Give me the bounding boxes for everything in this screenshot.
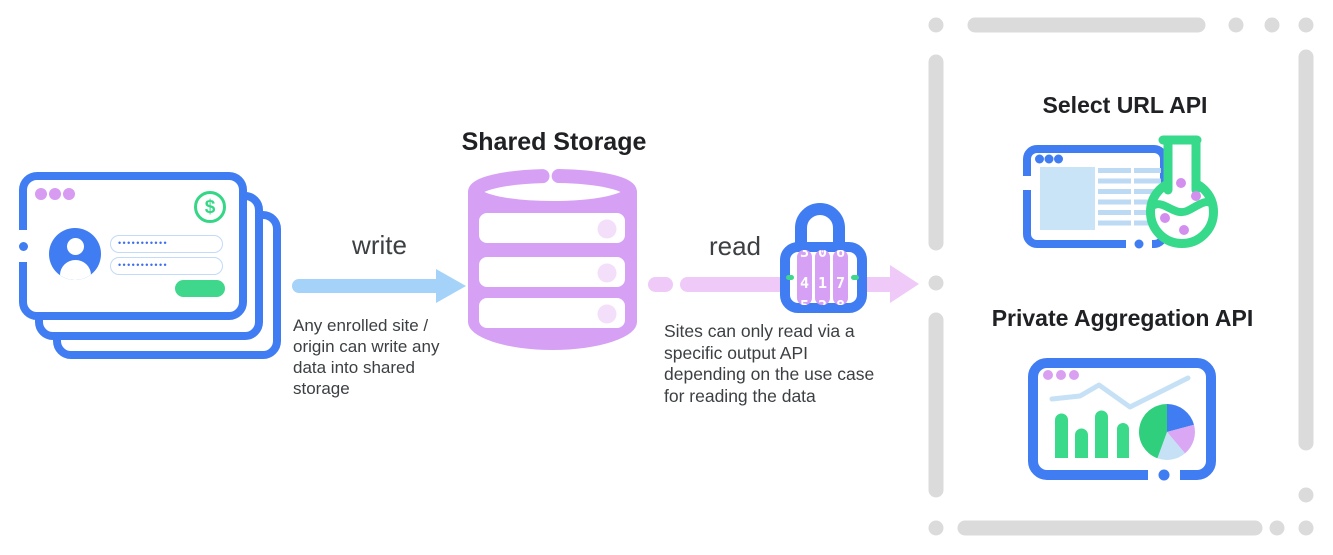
password-field-1: •••••••••••: [110, 235, 223, 253]
database-top-ring: [468, 169, 637, 215]
window-controls-icon: [1043, 370, 1079, 380]
pie-chart: [1139, 404, 1195, 460]
flask-liquid-wave: [1147, 198, 1216, 217]
window-dot-icon: [63, 188, 75, 200]
database-band: [479, 213, 625, 243]
submit-button: [175, 280, 225, 297]
select-url-api-icon: [1021, 135, 1218, 249]
lock-digit-partial: 5: [800, 297, 809, 315]
lock-digit: 1: [818, 274, 827, 292]
write-arrow-head: [436, 269, 466, 303]
database-band-dot: [597, 263, 617, 283]
read-description: Sites can only read via a specific outpu…: [664, 321, 914, 407]
read-arrow-start-dash: [648, 277, 673, 292]
lock-dial: [797, 250, 812, 305]
window-dot-icon: [35, 188, 47, 200]
write-description-line: storage: [293, 379, 350, 398]
line-chart: [1049, 375, 1191, 410]
database-band: [479, 257, 625, 287]
window-dot-icon: [49, 188, 61, 200]
lock-tick-right: [851, 275, 859, 280]
browser-window-front: $ ••••••••••• •••••••••••: [19, 172, 247, 320]
password-field-2: •••••••••••: [110, 257, 223, 275]
private-aggregation-api-title: Private Aggregation API: [991, 305, 1254, 331]
read-description-line: depending on the use case: [664, 364, 875, 384]
database-icon: [468, 169, 637, 351]
lock-digit-partial: 2: [818, 297, 827, 315]
write-arrow-shaft: [292, 279, 442, 293]
lock-shackle: [795, 203, 845, 252]
avatar-torso: [60, 260, 91, 280]
database-band-dot: [597, 219, 617, 239]
window-controls-icon: [35, 188, 75, 200]
write-description-line: Any enrolled site /: [293, 316, 429, 335]
write-label: write: [352, 230, 407, 260]
database-band-dot: [597, 304, 617, 324]
lock-digit: 4: [800, 274, 809, 292]
bar-chart: [1055, 410, 1129, 458]
database-band: [479, 298, 625, 328]
flask-bubbles: [1160, 178, 1201, 235]
write-description-line: data into shared: [293, 358, 415, 377]
lock-tick-left: [786, 275, 794, 280]
select-url-api-title: Select URL API: [1042, 92, 1208, 118]
dollar-symbol: $: [204, 196, 216, 218]
write-arrow-icon: [292, 268, 472, 304]
window-border-dot-icon: [19, 242, 28, 251]
dollar-coin-icon: $: [194, 191, 226, 223]
lock-dials: 3 4 5 0 1 2 6 7 8: [797, 243, 848, 315]
lock-digit-partial: 8: [836, 297, 845, 315]
password-dots: •••••••••••: [118, 259, 169, 270]
write-description: Any enrolled site / origin can write any…: [293, 315, 478, 399]
password-dots: •••••••••••: [118, 237, 169, 248]
flask-icon: [1146, 135, 1218, 248]
read-description-line: for reading the data: [664, 385, 816, 406]
combination-lock-icon: 3 4 5 0 1 2 6 7 8: [780, 203, 867, 315]
lock-digit-partial: 0: [818, 243, 827, 261]
window-border-notch: [1021, 176, 1032, 190]
read-label: read: [708, 231, 762, 261]
lock-digit-partial: 3: [800, 243, 809, 261]
lock-dial: [833, 250, 848, 305]
write-description-line: origin can write any: [293, 337, 440, 356]
content-thumbnail: [1040, 167, 1095, 230]
private-aggregation-api-icon: [1028, 358, 1216, 481]
window-border-dot-icon: [1158, 469, 1170, 481]
window-controls-icon: [1035, 154, 1063, 164]
lock-digit: 7: [836, 274, 845, 292]
read-description-line: specific output API: [664, 342, 808, 363]
lock-dial: [815, 250, 830, 305]
avatar-head: [67, 238, 84, 255]
user-avatar-icon: [49, 228, 101, 280]
shared-storage-title: Shared Storage: [461, 128, 647, 156]
read-description-line: Sites can only read via a: [664, 321, 855, 341]
output-boundary-dashed-border: [928, 17, 1314, 536]
window-border-dot-icon: [1134, 239, 1144, 249]
read-arrow-head: [890, 265, 919, 303]
lock-digit-partial: 6: [836, 243, 845, 261]
